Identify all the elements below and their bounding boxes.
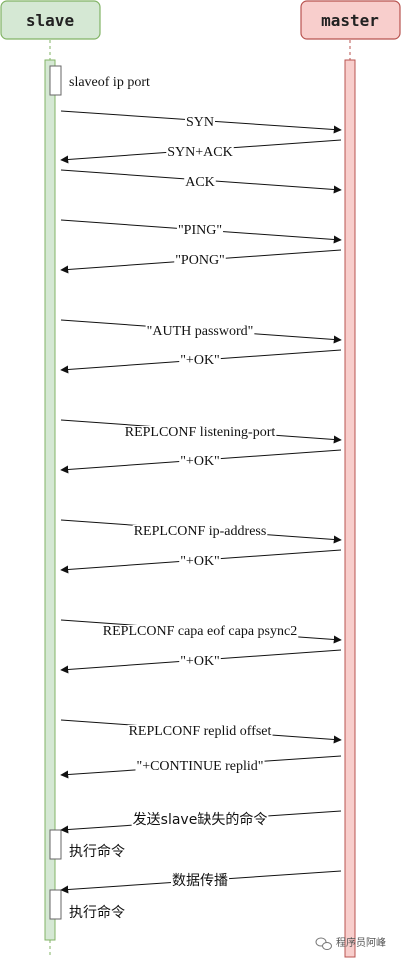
message-label-bg-12 — [101, 625, 299, 638]
message-label-bg-7 — [179, 354, 221, 367]
message-label-4: "PING" — [178, 223, 222, 238]
message-label-7: "+OK" — [180, 353, 220, 368]
message-label-bg-5 — [174, 254, 226, 267]
message-label-3: ACK — [185, 175, 215, 190]
watermark: 程序员阿峰 — [315, 936, 386, 950]
exec-note-2: 执行命令 — [69, 904, 125, 921]
message-label-bg-14 — [127, 725, 273, 738]
message-label-12: REPLCONF capa eof capa psync2 — [103, 624, 297, 639]
wechat-icon — [315, 937, 332, 950]
exec-activation-1 — [49, 829, 62, 860]
message-label-bg-11 — [179, 555, 221, 568]
message-label-6: "AUTH password" — [147, 324, 254, 339]
message-label-9: "+OK" — [180, 454, 220, 469]
message-label-13: "+OK" — [180, 654, 220, 669]
message-label-10: REPLCONF ip-address — [134, 524, 267, 539]
slave-actor: slave — [0, 0, 101, 40]
message-label-bg-6 — [145, 325, 255, 338]
slave-activation-bar — [44, 59, 56, 941]
message-label-5: "PONG" — [175, 253, 225, 268]
message-label-2: SYN+ACK — [167, 145, 232, 160]
slaveof-note: slaveof ip port — [69, 75, 150, 90]
message-label-15: "+CONTINUE replid" — [136, 759, 263, 774]
slave-actor-label: slave — [26, 11, 74, 30]
message-label-1: SYN — [186, 115, 214, 130]
message-label-bg-10 — [132, 525, 268, 538]
message-label-bg-17 — [171, 874, 229, 888]
message-label-bg-2 — [166, 146, 234, 159]
master-actor-label: master — [321, 11, 379, 30]
watermark-text: 程序员阿峰 — [336, 936, 386, 949]
message-label-16: 发送slave缺失的命令 — [133, 811, 268, 828]
master-actor: master — [300, 0, 401, 40]
message-label-bg-9 — [179, 455, 221, 468]
message-label-17: 数据传播 — [172, 873, 228, 889]
message-label-bg-1 — [184, 116, 216, 129]
message-label-14: REPLCONF replid offset — [129, 724, 272, 739]
message-label-8: REPLCONF listening-port — [125, 425, 276, 440]
exec-note-1: 执行命令 — [69, 843, 125, 860]
message-label-11: "+OK" — [180, 554, 220, 569]
messages: SYN SYN+ACK ACK "PING" "PONG" "AUTH password"… — [60, 110, 342, 894]
message-label-bg-4 — [176, 224, 224, 237]
message-label-bg-16 — [131, 812, 269, 827]
message-label-bg-15 — [135, 760, 265, 773]
message-label-bg-8 — [123, 426, 277, 439]
exec-activation-2 — [49, 889, 62, 920]
message-label-bg-3 — [184, 176, 216, 189]
message-label-bg-13 — [179, 655, 221, 668]
master-activation-bar — [344, 59, 356, 958]
slaveof-activation — [49, 65, 62, 96]
